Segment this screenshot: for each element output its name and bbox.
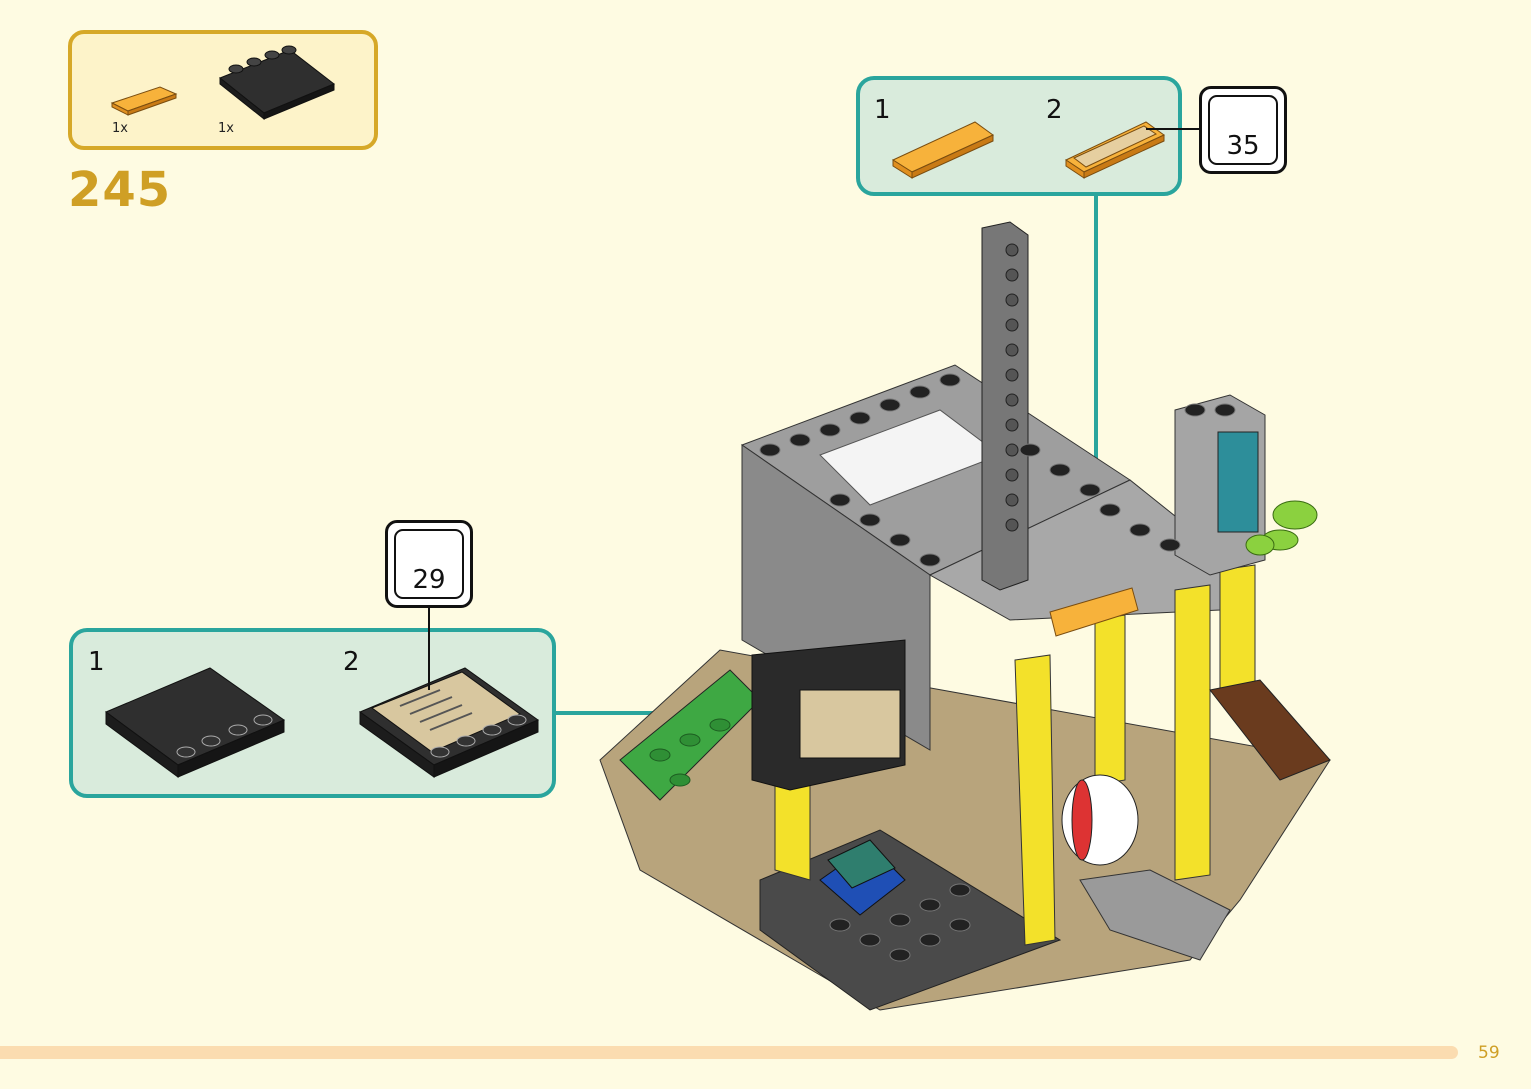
callout-number-29: 29: [412, 565, 446, 595]
orange-tile-part: [110, 86, 178, 116]
part-qty-orange-tile: 1x: [112, 121, 128, 136]
callout-number-35: 35: [1226, 131, 1260, 161]
page-footer-bar: [0, 1046, 1458, 1059]
callout-frame: [1208, 95, 1278, 165]
sub-step-top-1: 1: [874, 95, 891, 125]
callout-sticker-29: 29: [385, 520, 473, 608]
black-plate-part: [219, 45, 335, 121]
printed-plate-sub2: [358, 667, 540, 778]
sub-step-left-2: 2: [343, 647, 360, 677]
page-number: 59: [1478, 1043, 1500, 1063]
part-qty-black-plate: 1x: [218, 121, 234, 136]
black-plate-sub1: [104, 667, 286, 778]
callout-sticker-35: 35: [1199, 86, 1287, 174]
callout-frame: [394, 529, 464, 599]
sub-step-left-1: 1: [88, 647, 105, 677]
orange-tile-sub1: [891, 121, 994, 179]
main-model: [599, 221, 1331, 1011]
decorated-tile-sub2: [1064, 121, 1165, 179]
step-number: 245: [68, 162, 172, 218]
sub-step-top-2: 2: [1046, 95, 1063, 125]
